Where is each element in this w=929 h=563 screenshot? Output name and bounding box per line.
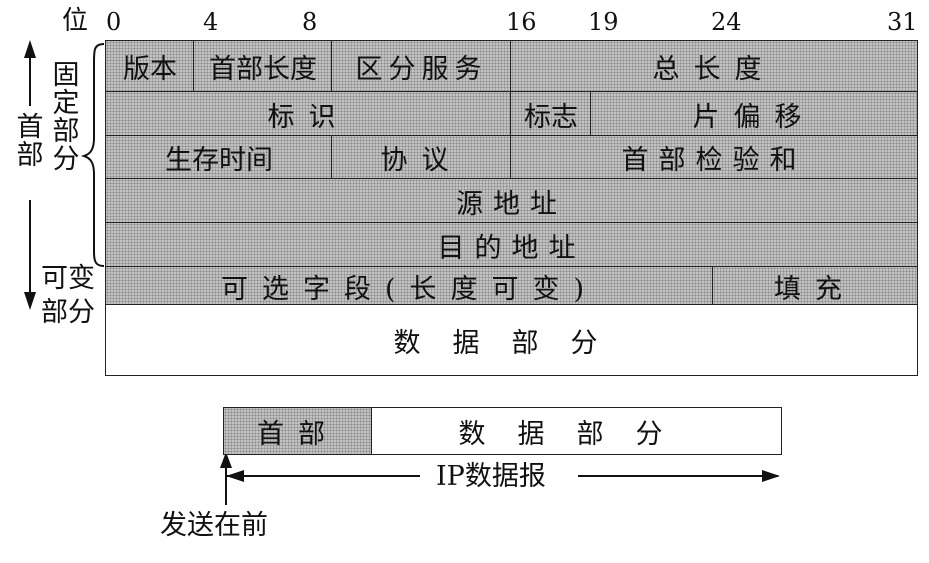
- field-fragment-offset: 片偏移: [590, 91, 918, 137]
- brace-icon: [80, 43, 105, 267]
- field-total-length: 总长度: [510, 40, 918, 93]
- arrow-right-icon: [762, 470, 780, 482]
- bit-8: 8: [302, 8, 318, 36]
- field-ttl: 生存时间: [105, 135, 333, 180]
- label-send-first: 发送在前: [160, 510, 268, 541]
- arrow-down-icon: [24, 292, 36, 310]
- arrow-up-icon: [24, 40, 36, 58]
- field-version: 版本: [105, 40, 195, 93]
- field-options: 可选字段(长度可变): [105, 266, 714, 306]
- field-destination-address: 目的地址: [105, 222, 918, 268]
- arrow-left-icon: [226, 470, 244, 482]
- bit-31: 31: [887, 8, 918, 36]
- bit-prefix: 位: [62, 6, 89, 36]
- label-header: 首部: [16, 112, 44, 171]
- field-padding: 填充: [712, 266, 918, 306]
- bit-24: 24: [711, 8, 742, 36]
- label-fixed-header: 固定部分: [52, 60, 80, 175]
- label-ip-datagram: IP数据报: [432, 463, 550, 490]
- field-header-length: 首部长度: [193, 40, 333, 93]
- bit-0: 0: [106, 8, 122, 36]
- field-source-address: 源地址: [105, 178, 918, 224]
- field-data-part: 数据部分: [105, 304, 918, 376]
- bit-16: 16: [506, 8, 537, 36]
- datagram-header: 首部: [223, 407, 373, 455]
- label-variable-part: 可变部分: [41, 263, 95, 328]
- field-flags: 标志: [510, 91, 592, 137]
- field-header-checksum: 首部检验和: [510, 135, 918, 180]
- datagram-data: 数据部分: [371, 407, 782, 455]
- field-differentiated-services: 区分服务: [331, 40, 512, 93]
- bit-4: 4: [203, 8, 219, 36]
- bit-19: 19: [588, 8, 619, 36]
- arrow-up-small-icon: [220, 452, 232, 468]
